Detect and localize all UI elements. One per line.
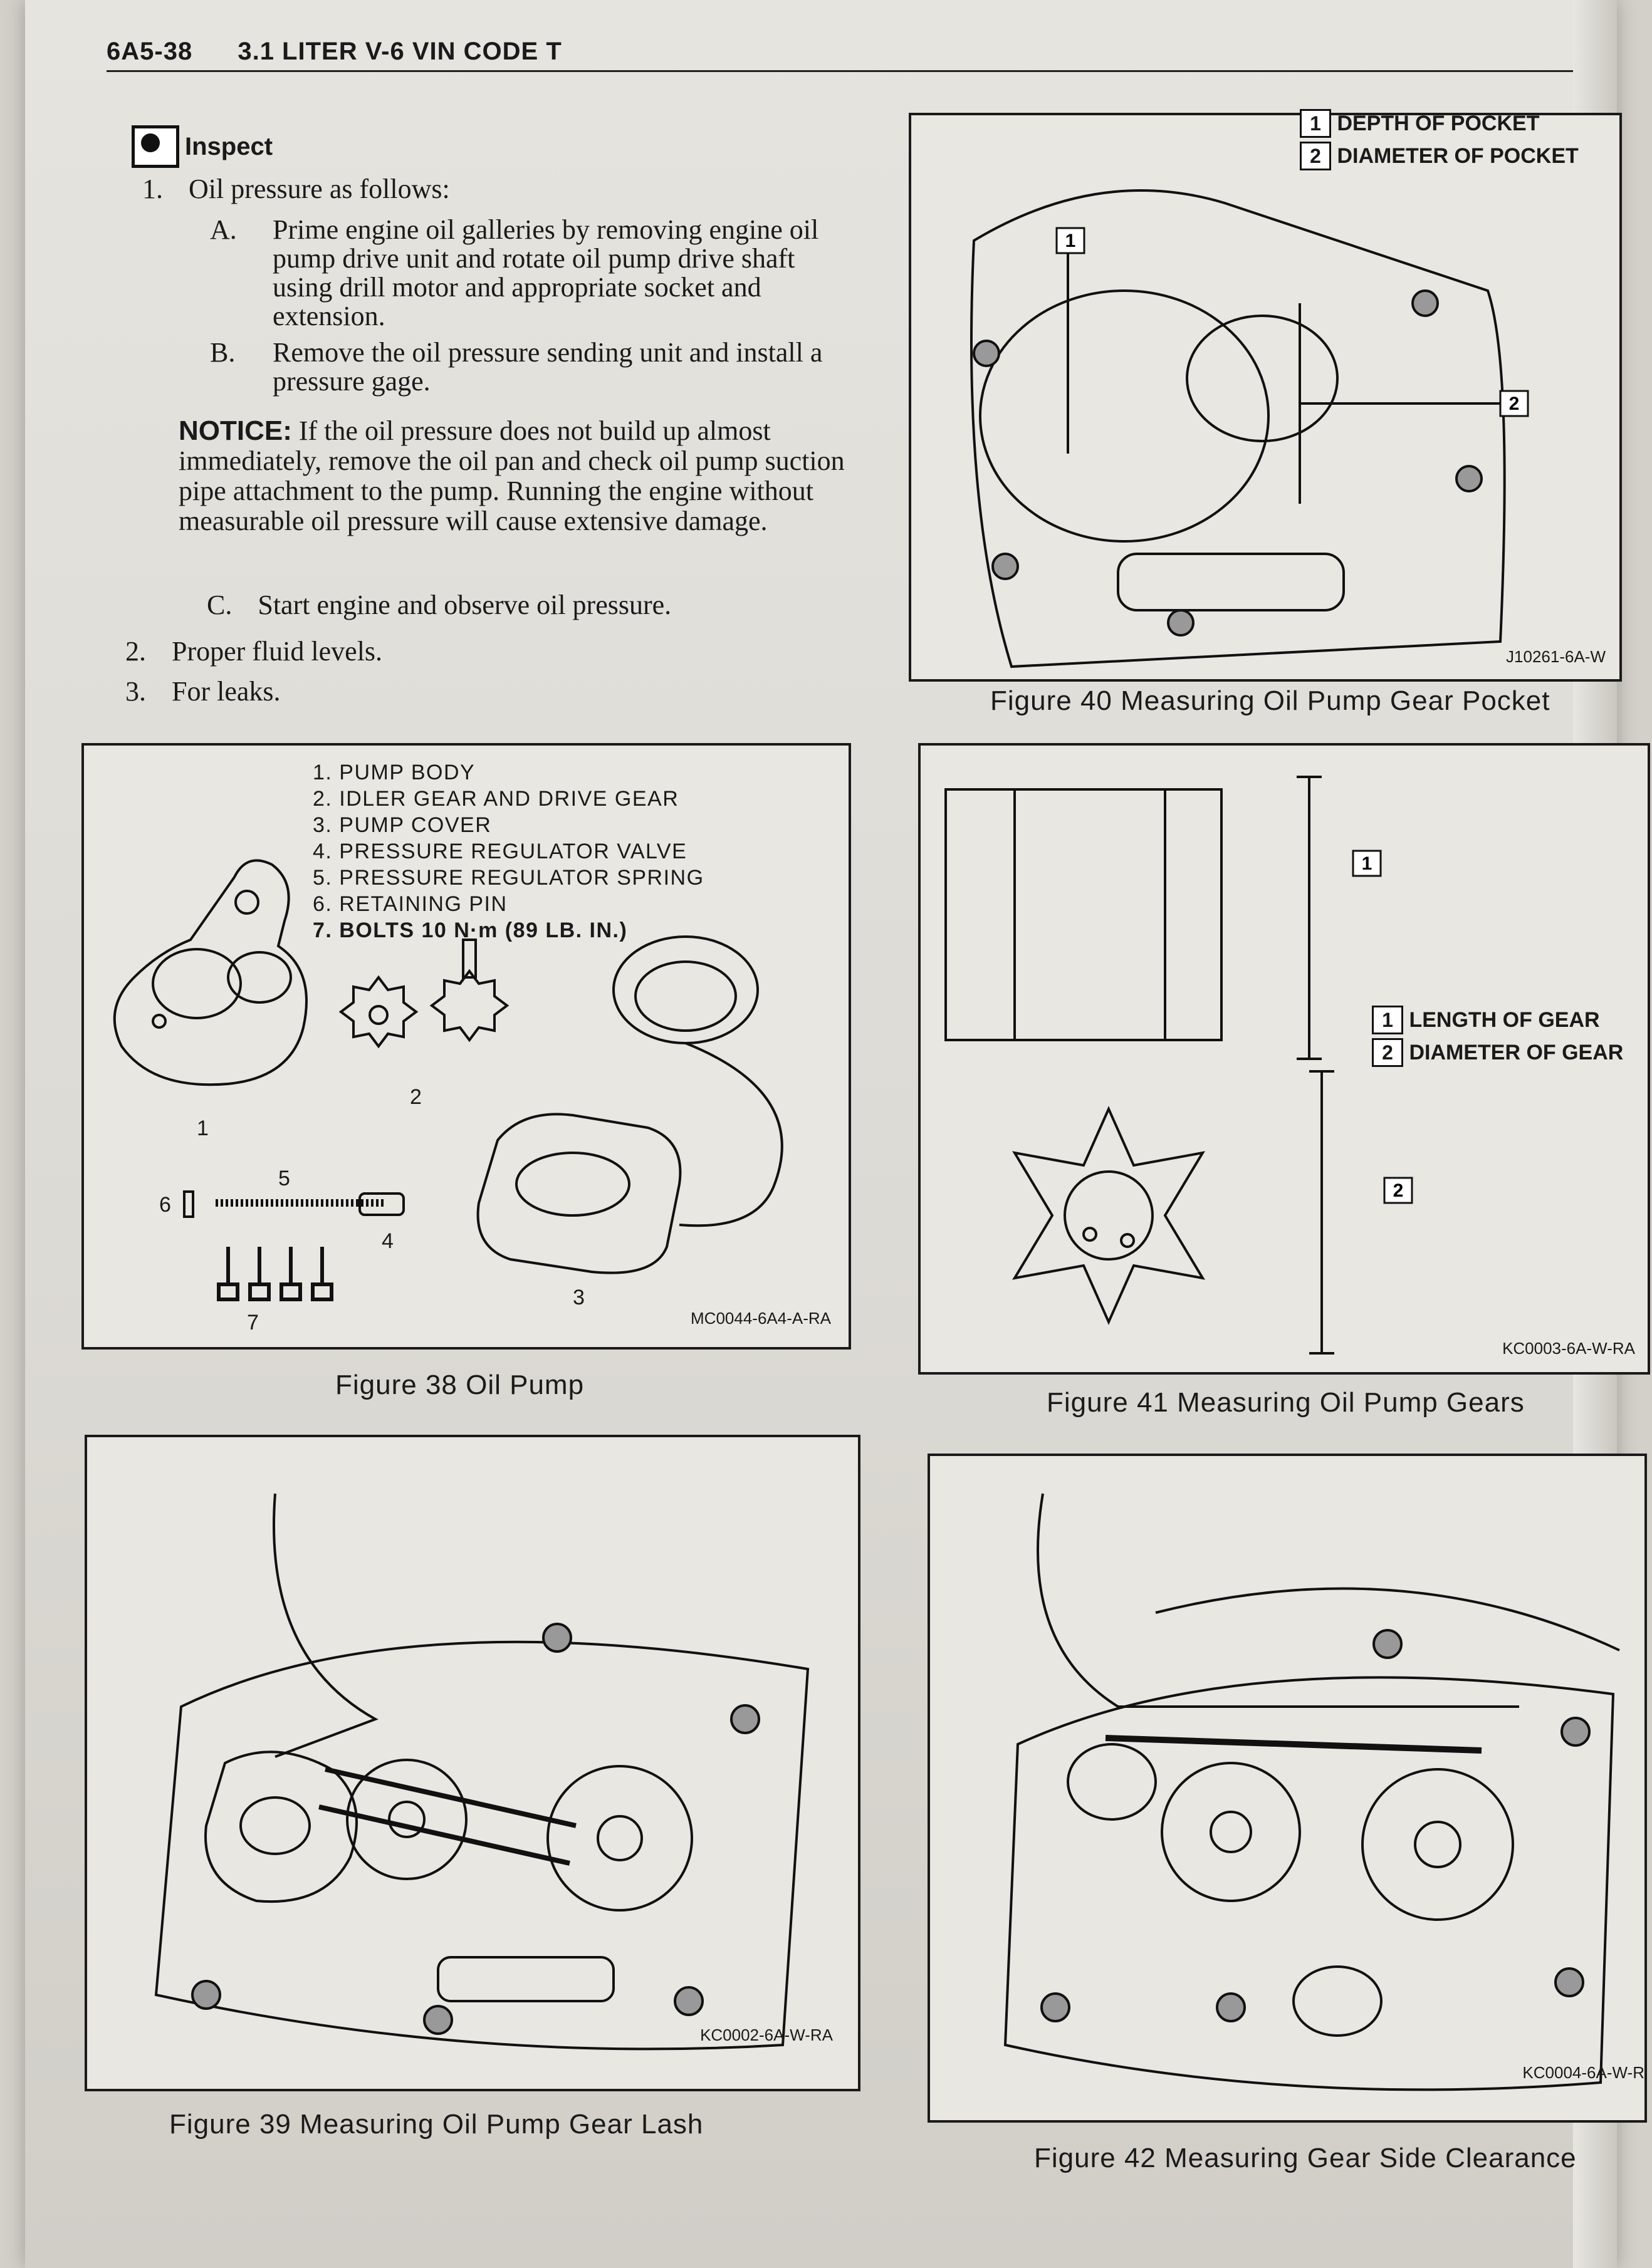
fig42-caption: Figure 42 Measuring Gear Side Clearance (1034, 2143, 1577, 2173)
side-clearance-drawing (1003, 1493, 1620, 2091)
page-header: 6A5-38 3.1 LITER V-6 VIN CODE T (107, 38, 600, 66)
manual-page: 6A5-38 3.1 LITER V-6 VIN CODE T Inspect … (25, 0, 1650, 2268)
inspect-item-2: 2. Proper fluid levels. (125, 636, 383, 667)
figure-39: KC0002-6A-W-RA (85, 1435, 860, 2091)
fig41-legend: 1 LENGTH OF GEAR 2 DIAMETER OF GEAR (1372, 1006, 1623, 1067)
inspect-icon (132, 125, 179, 168)
notice-label: NOTICE: (179, 415, 292, 446)
gear-pocket-drawing: 1 2 (970, 189, 1529, 668)
fig38-legend: 1. PUMP BODY 2. IDLER GEAR AND DRIVE GEA… (313, 761, 704, 942)
inspect-item-b: B. Remove the oil pressure sending unit … (210, 337, 823, 397)
fig40-marker-1: 1 (1065, 231, 1076, 251)
figure-42: KC0004-6A-W-R (928, 1454, 1647, 2123)
fig38-label-7: 7 (247, 1311, 260, 1334)
inspect-item-c: C. Start engine and observe oil pressure… (207, 590, 672, 620)
header-rule (107, 70, 1573, 72)
fig40-legend: 1 DEPTH OF POCKET 2 DIAMETER OF POCKET (1300, 109, 1579, 170)
fig40-caption: Figure 40 Measuring Oil Pump Gear Pocket (990, 685, 1550, 716)
notice-text: If the oil pressure does not build up al… (179, 415, 845, 536)
inspect-item-3: 3. For leaks. (125, 676, 281, 707)
page-title: 3.1 LITER V-6 VIN CODE T (238, 38, 562, 65)
fig38-code: MC0044-6A4-A-RA (691, 1309, 831, 1328)
fig38-caption: Figure 38 Oil Pump (335, 1370, 585, 1400)
fig40-marker-2: 2 (1509, 393, 1520, 414)
gear-lash-drawing (154, 1493, 810, 2051)
fig39-code: KC0002-6A-W-RA (700, 2026, 833, 2044)
oil-pump-exploded-drawing (113, 859, 783, 1301)
inspect-item-a: A. Prime engine oil galleries by removin… (210, 214, 819, 331)
fig41-code: KC0003-6A-W-RA (1502, 1339, 1635, 1358)
figure-41: 1 2 1 LENGTH OF GEAR 2 DIAMETER OF GEAR … (918, 743, 1650, 1375)
figure-40: 1 DEPTH OF POCKET 2 DIAMETER OF POCKET 1 (909, 109, 1622, 682)
page-number: 6A5-38 (107, 38, 193, 65)
fig38-label-1: 1 (197, 1116, 210, 1140)
fig38-label-6: 6 (159, 1193, 172, 1217)
fig41-caption: Figure 41 Measuring Oil Pump Gears (1047, 1387, 1525, 1418)
fig38-label-3: 3 (573, 1286, 586, 1309)
fig40-code: J10261-6A-W (1506, 647, 1606, 666)
inspect-heading: Inspect (185, 133, 273, 160)
fig42-code: KC0004-6A-W-R (1522, 2063, 1644, 2082)
fig41-marker-2: 2 (1393, 1180, 1404, 1201)
notice-block: NOTICE: If the oil pressure does not bui… (179, 416, 849, 536)
fig39-caption: Figure 39 Measuring Oil Pump Gear Lash (169, 2109, 704, 2140)
fig41-marker-1: 1 (1362, 853, 1372, 874)
fig38-label-2: 2 (410, 1085, 423, 1109)
gear-dimensions-drawing: 1 2 (944, 776, 1413, 1355)
fig38-label-4: 4 (382, 1229, 395, 1253)
fig38-label-5: 5 (278, 1167, 291, 1190)
inspect-item-1: 1. Oil pressure as follows: (142, 174, 450, 204)
figure-38: 1. PUMP BODY 2. IDLER GEAR AND DRIVE GEA… (81, 743, 851, 1350)
